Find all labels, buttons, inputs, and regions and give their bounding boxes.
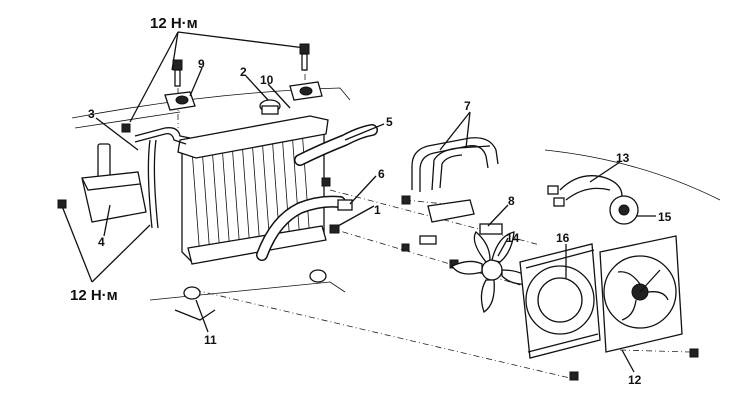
cooling-fan-blade (451, 231, 533, 314)
upper-mount-bracket-right (289, 81, 323, 101)
radiator-cap (259, 99, 281, 115)
overflow-hose (134, 127, 191, 229)
callout-14: 14 (506, 231, 520, 245)
callout-leaders (95, 67, 656, 373)
callout-4: 4 (98, 235, 105, 249)
torque-label-top: 12 Н·м (150, 15, 198, 32)
shroud-bolts (569, 348, 699, 381)
callout-13: 13 (616, 151, 630, 165)
fan-shroud (519, 243, 601, 359)
callout-7: 7 (464, 99, 471, 113)
callout-6: 6 (378, 167, 385, 181)
top-bolt-right (299, 43, 310, 71)
torque-leaders-bottom (61, 205, 151, 283)
fan-motor (609, 195, 639, 225)
upper-mount-bracket-left (164, 91, 196, 111)
wiring-harness (547, 175, 623, 207)
lower-mount-bushing (174, 269, 327, 321)
top-bolt-left (172, 59, 183, 87)
callout-8: 8 (508, 194, 515, 208)
callout-10: 10 (260, 73, 274, 87)
callout-16: 16 (556, 231, 570, 245)
callout-12: 12 (628, 373, 642, 387)
fan-switch-bracket (401, 195, 503, 235)
callout-11: 11 (204, 333, 217, 347)
reservoir-tank (81, 143, 147, 223)
callout-5: 5 (386, 115, 393, 129)
callout-9: 9 (198, 57, 205, 71)
lower-radiator-hose (256, 195, 346, 261)
radiator (177, 115, 329, 265)
callout-3: 3 (88, 107, 95, 121)
electric-fan-assembly (599, 235, 683, 353)
callout-15: 15 (658, 210, 672, 224)
callout-1: 1 (374, 203, 381, 217)
fittings (57, 123, 459, 269)
callout-2: 2 (240, 65, 247, 79)
oil-cooler-hoses (411, 137, 499, 192)
torque-label-bottom: 12 Н·м (70, 287, 118, 304)
